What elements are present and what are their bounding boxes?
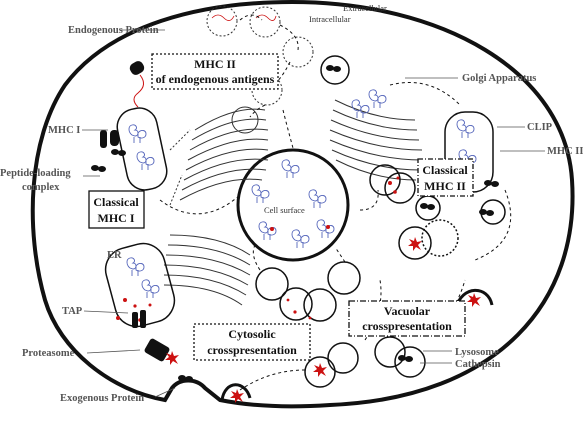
endosome-circle	[249, 6, 281, 38]
er-compartment-lower	[104, 242, 176, 328]
peptide-loading-complex-icon	[111, 149, 126, 156]
pathway-arrow	[279, 24, 299, 51]
er-label: ER	[107, 250, 122, 261]
classical-mhc-ii-title-line2: MHC II	[424, 179, 466, 193]
cytosolic-title-line1: Cytosolic	[228, 327, 276, 341]
antigen-star-icon	[408, 237, 422, 251]
cytosolic-box	[193, 323, 311, 361]
pathway-arrow	[239, 14, 263, 21]
phagosome-circle	[255, 267, 289, 301]
cathepsin-icon	[398, 355, 413, 362]
phagosome-circle	[303, 288, 337, 322]
vesicle-circle	[421, 219, 459, 257]
cell-surface-label: Cell surface	[264, 205, 305, 215]
tap-label: TAP	[62, 306, 83, 317]
pathway-arrow	[252, 244, 261, 271]
lysosome-circle	[327, 261, 361, 295]
mhc-molecule-icon	[141, 279, 160, 299]
pathway-arrow	[249, 104, 266, 118]
peptide-loading-label-line2: complex	[22, 182, 60, 193]
lysosome-circle	[327, 342, 359, 374]
mhc-molecule-icon	[291, 229, 310, 249]
mhc-ii-label: MHC II	[547, 146, 583, 157]
peptide-loading-label-line1: Peptide-loading	[0, 168, 71, 179]
classical-mhc-ii-box	[417, 158, 474, 197]
mhc-molecule-icon	[368, 89, 387, 109]
golgi-stack	[329, 99, 423, 181]
vesicle-circle	[369, 164, 401, 196]
endosome-circle	[251, 74, 283, 106]
cytosolic-title-line2: crosspresentation	[207, 343, 297, 357]
mhc-ii-endogenous-title-line2: of endogenous antigens	[156, 72, 275, 86]
pathway-arrow	[474, 189, 512, 261]
lysosome-circle	[304, 356, 336, 388]
classical-mhc-i-title-line2: MHC I	[98, 211, 135, 225]
cathepsin-label: Cathepsin	[455, 359, 501, 370]
ribosome-icon	[129, 61, 145, 75]
mhc-i-molecule-icon	[110, 130, 119, 146]
extracellular-label: Extracellular	[343, 3, 387, 13]
er-compartment	[116, 107, 168, 191]
pathway-arrow	[239, 369, 306, 391]
classical-mhc-i-title-line1: Classical	[93, 195, 139, 209]
exogenous-antigen-star-icon	[467, 293, 481, 307]
antigen-star-icon	[313, 363, 327, 377]
exogenous-protein-label: Exogenous Protein	[60, 393, 144, 404]
er-stack-upper	[169, 108, 269, 206]
pathway-arrow	[159, 194, 241, 215]
lysosome-label: Lysosome	[455, 347, 499, 358]
intracellular-label: Intracellular	[309, 14, 351, 24]
classical-mhc-i-box	[88, 190, 145, 229]
mhc-ii-endogenous-box	[151, 53, 279, 90]
tap-transporter-icon	[100, 130, 107, 148]
golgi-apparatus-label: Golgi Apparatus	[462, 73, 536, 84]
proteasome-icon	[144, 338, 170, 362]
mhc-ii-invariant-chain-icon	[326, 65, 341, 72]
mhc-molecule-icon	[126, 257, 145, 277]
vesicle-circle	[384, 172, 416, 204]
mhc-ii-molecule-icon	[420, 203, 435, 210]
lysosome-circle	[394, 346, 426, 378]
mhc-ii-endogenous-title-line1: MHC II	[194, 57, 236, 71]
pathway-arrow	[334, 246, 346, 263]
endogenous-protein-label: Endogenous Protein	[68, 25, 159, 36]
mhc-molecule-icon	[316, 219, 335, 239]
vesicle-circle	[320, 55, 350, 85]
mhc-molecule-icon	[281, 159, 300, 179]
proteasome-label: Proteasome	[22, 348, 75, 359]
vesicle-circle	[398, 226, 432, 260]
mhc-molecule-icon	[456, 119, 475, 139]
mhc-molecule-icon	[258, 221, 277, 241]
mhc-i-label: MHC I	[48, 125, 80, 136]
cell-surface-circle	[236, 148, 350, 262]
phagocytic-cup-left	[220, 383, 252, 401]
endosome-circle	[231, 106, 259, 134]
lysosome-circle	[374, 336, 406, 368]
pathway-arrow	[282, 109, 294, 149]
mhc-molecule-icon	[136, 151, 155, 171]
phagosome-circle	[279, 287, 313, 321]
vacuolar-box	[348, 300, 466, 337]
cell-membrane	[30, 0, 575, 409]
mhc-molecule-icon	[251, 184, 270, 204]
vacuolar-title-line2: crosspresentation	[362, 319, 452, 333]
mhc-molecule-icon	[308, 189, 327, 209]
pathway-arrow	[389, 82, 461, 106]
er-stack-lower	[163, 234, 251, 306]
classical-mhc-ii-title-line1: Classical	[422, 163, 468, 177]
endosome-circle	[282, 36, 314, 68]
clip-label: CLIP	[527, 122, 553, 133]
mhc-molecule-icon	[128, 124, 147, 144]
peptide-loading-complex-icon	[91, 165, 106, 172]
pathway-arrow	[359, 189, 379, 211]
vacuolar-title-line1: Vacuolar	[384, 304, 431, 318]
endosome-circle	[206, 5, 238, 37]
